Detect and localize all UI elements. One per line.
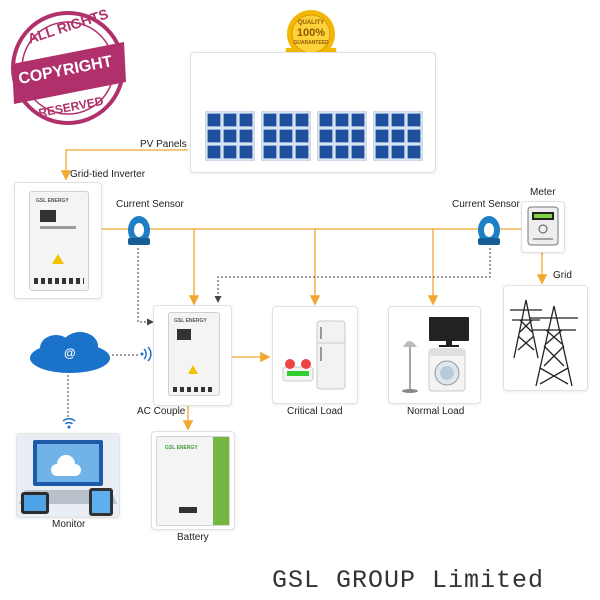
critical-load-illustration bbox=[282, 320, 346, 390]
grid-tied-inverter-label: Grid-tied Inverter bbox=[70, 169, 146, 180]
wifi-signal-icon-right bbox=[140, 346, 154, 362]
battery-device: GSL ENERGY bbox=[156, 436, 230, 526]
warning-icon bbox=[52, 254, 64, 264]
ac-couple-box: GSL ENERGY bbox=[153, 305, 232, 406]
inverter-led-bar bbox=[40, 226, 76, 229]
ac-couple-brand: GSL ENERGY bbox=[174, 318, 207, 324]
battery-brand: GSL ENERGY bbox=[165, 445, 198, 451]
grid-label: Grid bbox=[553, 270, 572, 281]
normal-load-box bbox=[388, 306, 481, 404]
badge-line-3: GUARANTEED bbox=[293, 40, 329, 46]
battery-stripe bbox=[213, 437, 229, 525]
inverter-brand: GSL ENERGY bbox=[36, 198, 69, 204]
cloud-at-symbol: @ bbox=[64, 346, 76, 360]
solar-panel-array bbox=[205, 111, 423, 161]
inverter-terminals bbox=[34, 278, 84, 284]
meter-box bbox=[521, 201, 565, 253]
grid-box bbox=[503, 285, 588, 391]
pv-panels-label: PV Panels bbox=[140, 139, 187, 150]
battery-box: GSL ENERGY bbox=[151, 431, 235, 530]
ac-couple-device: GSL ENERGY bbox=[168, 312, 220, 396]
ac-couple-label: AC Couple bbox=[137, 406, 186, 417]
copyright-stamp: ALL RIGHTS COPYRIGHT RESERVED bbox=[8, 5, 128, 128]
monitor-box bbox=[16, 433, 120, 518]
normal-load-label: Normal Load bbox=[407, 406, 465, 417]
monitor-label: Monitor bbox=[52, 519, 86, 530]
sensor-left-signal-line bbox=[137, 248, 154, 326]
ac-couple-terminals bbox=[173, 387, 215, 392]
ac-couple-screen bbox=[177, 329, 191, 340]
pv-panels-box bbox=[190, 52, 436, 173]
power-tower-icon bbox=[510, 299, 578, 387]
wifi-signal-icon-down bbox=[61, 417, 77, 429]
current-sensor-left-label: Current Sensor bbox=[116, 199, 184, 210]
ac-couple-warning-icon bbox=[188, 365, 198, 374]
battery-display bbox=[179, 507, 197, 513]
grid-tied-inverter-box: GSL ENERGY bbox=[14, 182, 102, 299]
normal-load-illustration bbox=[402, 317, 469, 393]
current-sensor-left-icon bbox=[126, 214, 152, 246]
current-sensor-right-icon bbox=[476, 214, 502, 246]
cloud-icon: @ bbox=[26, 330, 114, 376]
sensor-right-signal-line bbox=[214, 248, 491, 303]
critical-load-box bbox=[272, 306, 358, 404]
meter-icon bbox=[527, 206, 559, 246]
company-name: GSL GROUP Limited bbox=[272, 566, 545, 595]
stamp-graphic bbox=[11, 11, 126, 125]
inverter-screen bbox=[40, 210, 56, 222]
pv-to-inverter-line bbox=[60, 149, 188, 181]
inverter-device: GSL ENERGY bbox=[29, 191, 89, 291]
critical-load-label: Critical Load bbox=[287, 406, 343, 417]
badge-line-2: 100% bbox=[296, 27, 326, 39]
badge-line-1: QUALITY bbox=[297, 20, 325, 26]
battery-label: Battery bbox=[177, 532, 209, 543]
meter-label: Meter bbox=[530, 187, 556, 198]
current-sensor-right-label: Current Sensor bbox=[452, 199, 520, 210]
monitor-illustration bbox=[17, 434, 119, 517]
